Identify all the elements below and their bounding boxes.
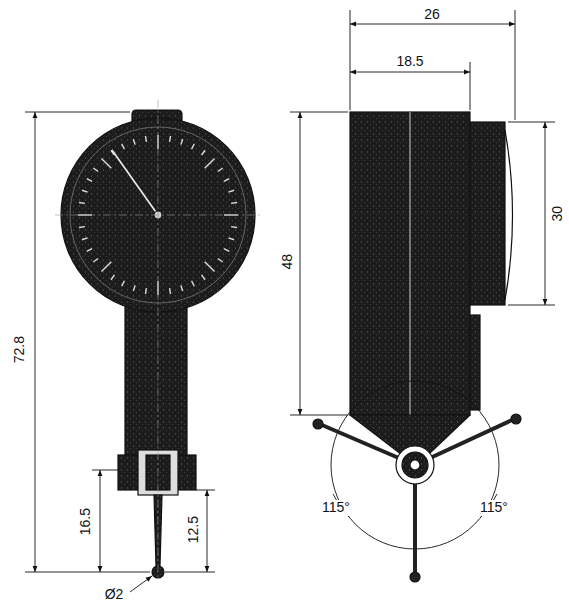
- dial-tick: [101, 262, 111, 272]
- dimension-label: 115°: [320, 500, 352, 515]
- dimension-label: 26: [422, 7, 442, 22]
- dial-tick: [79, 202, 85, 204]
- dimension-label: 16.5: [78, 506, 93, 537]
- dial-tick: [231, 226, 237, 228]
- dial-tick: [169, 288, 171, 294]
- dial-tick: [218, 168, 223, 172]
- dial-tick: [181, 285, 183, 291]
- dial-tick: [93, 168, 98, 172]
- dial-tick: [82, 238, 88, 240]
- dial-tick: [224, 249, 229, 252]
- dial-tick: [231, 202, 237, 204]
- dial-tick: [228, 190, 234, 192]
- dial-tick: [205, 158, 215, 168]
- dial-tick: [122, 281, 125, 286]
- dial-tick: [87, 179, 92, 182]
- dial-tick: [201, 150, 205, 155]
- dimension-label: 30: [550, 204, 565, 224]
- dial-tick: [82, 190, 88, 192]
- dial-tick: [87, 249, 92, 252]
- dimension-label: 48: [280, 252, 295, 272]
- dial-tick: [79, 226, 85, 228]
- dimension-lines: [25, 10, 555, 592]
- dial-tick: [133, 285, 135, 291]
- side-view: [313, 112, 521, 582]
- dial-tick: [145, 136, 147, 142]
- dial-tick: [201, 275, 205, 280]
- dial-tick: [111, 275, 115, 280]
- dial-tick: [192, 144, 195, 149]
- dimension-label: 115°: [478, 500, 510, 515]
- dial-tick: [145, 288, 147, 294]
- dial-tick: [122, 144, 125, 149]
- dial-tick: [101, 158, 111, 168]
- dimension-label: 72.8: [12, 334, 27, 365]
- dial-tick: [192, 281, 195, 286]
- dial-tick: [228, 238, 234, 240]
- dial-tick: [93, 258, 98, 262]
- front-view: [55, 100, 262, 580]
- dimension-label: 18.5: [394, 54, 425, 69]
- dial-tick: [169, 136, 171, 142]
- dial-tick: [133, 139, 135, 145]
- dial-tick: [181, 139, 183, 145]
- dial-tick: [218, 258, 223, 262]
- dial-tick: [205, 262, 215, 272]
- dial-tick: [224, 179, 229, 182]
- dimension-label: Ø2: [103, 587, 126, 602]
- dimension-label: 12.5: [186, 514, 201, 545]
